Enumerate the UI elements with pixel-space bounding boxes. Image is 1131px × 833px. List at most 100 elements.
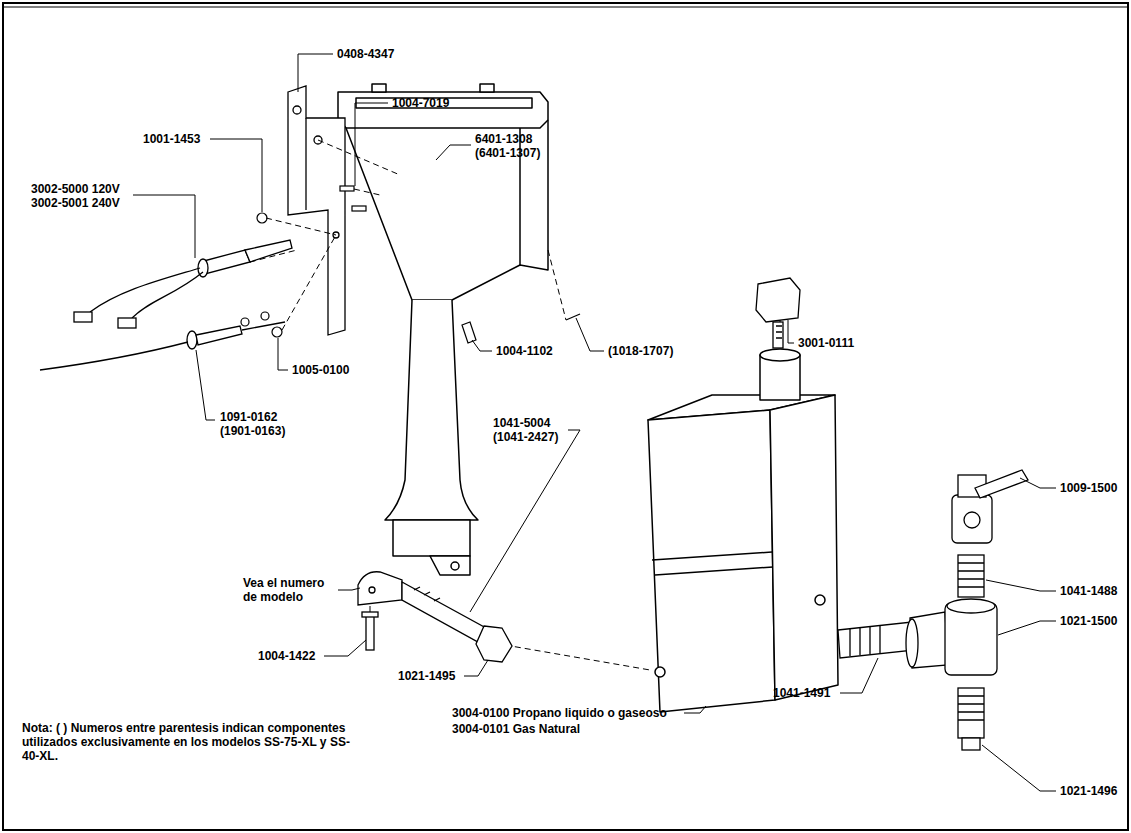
screw <box>340 186 354 191</box>
burner-hood <box>338 84 548 575</box>
assembly-line <box>250 250 297 262</box>
leader-line <box>324 640 366 656</box>
wire <box>90 268 200 312</box>
callout-number: 3002-5000 120V <box>31 182 120 196</box>
leader-line <box>472 340 492 351</box>
callout-number: 6401-1308 <box>475 132 532 146</box>
leader-line <box>196 350 215 420</box>
igniter-tip <box>245 240 292 262</box>
ball-valve-stem <box>964 512 980 528</box>
note-text: Nota: ( ) Numeros entre parentesis indic… <box>22 721 367 763</box>
callout-number: 1021-1496 <box>1060 784 1117 798</box>
plug <box>958 688 984 738</box>
stem-thread <box>776 326 782 338</box>
solenoid <box>756 278 800 348</box>
valve-outlet <box>815 595 825 605</box>
orifice-hole <box>369 587 375 593</box>
ball-valve-body <box>952 495 992 543</box>
plug-head <box>962 738 980 750</box>
callout-number: 0408-4347 <box>337 47 394 61</box>
connector <box>118 318 136 328</box>
page-frame <box>3 3 1128 830</box>
callout-number: 1004-1422 <box>258 649 315 663</box>
callout-number: 3001-0111 <box>798 336 854 350</box>
leader-line <box>684 706 706 713</box>
leader-lines <box>133 54 1056 791</box>
callout-number: 1001-1453 <box>143 132 200 146</box>
hood-tab <box>480 84 494 92</box>
callout-number: 3004-0101 Gas Natural <box>452 722 580 736</box>
page-frame-line <box>3 7 1128 8</box>
callout-number: 1091-0162 <box>220 410 277 424</box>
screws-washers <box>241 186 580 343</box>
valve-inlet <box>655 667 665 677</box>
sensor-flange <box>187 331 197 349</box>
callout-number: 1004-1102 <box>496 344 553 358</box>
screw-head <box>272 327 282 337</box>
assembly-line <box>505 645 650 670</box>
ball-valve-handle <box>975 470 1028 498</box>
sensor-rod <box>242 322 285 330</box>
tee-inlet-end <box>906 619 918 667</box>
leader-line <box>298 54 333 92</box>
callout-number: 1004-7019 <box>392 96 449 110</box>
nipple <box>958 555 984 597</box>
leader-line <box>998 621 1056 635</box>
orifice <box>358 572 402 605</box>
leader-line <box>210 139 262 212</box>
washer <box>257 213 267 223</box>
tee-top <box>947 599 995 613</box>
flame-sensor <box>40 322 285 370</box>
leader-line <box>1020 478 1056 488</box>
screw <box>462 322 476 343</box>
bracket-fold <box>305 118 306 210</box>
pipe <box>402 582 486 642</box>
solenoid-stem <box>773 322 783 348</box>
leader-line <box>278 338 288 370</box>
plug-thread <box>958 696 984 720</box>
leader-line <box>436 145 471 160</box>
leader-line <box>840 658 878 693</box>
burner-foot <box>430 556 470 575</box>
callout-number: 1005-0100 <box>292 363 349 377</box>
valve-seam <box>655 567 773 575</box>
assembly-line <box>266 218 336 235</box>
pin <box>566 314 580 320</box>
valve-side <box>770 395 838 700</box>
pipe-thread <box>414 587 440 601</box>
assembly-line <box>318 140 400 175</box>
gas-valve <box>648 349 838 712</box>
callout-number: 1041-5004 <box>493 416 550 430</box>
leader-line <box>788 320 794 343</box>
hood-body <box>338 92 548 300</box>
leader-line <box>464 660 488 676</box>
valve-boss-top <box>760 349 800 361</box>
nipple-thread <box>958 563 984 587</box>
tee-body <box>945 603 997 675</box>
igniter <box>74 240 292 328</box>
orifice-and-pipe <box>358 572 512 662</box>
assembly-line <box>354 189 380 195</box>
screw-head <box>362 612 378 617</box>
valve-front <box>648 410 775 712</box>
leader-line <box>986 580 1056 591</box>
wire <box>132 272 203 318</box>
sensor-body <box>196 326 242 345</box>
leader-line <box>982 745 1056 791</box>
callout-number: 1041-1491 <box>773 686 830 700</box>
nut <box>476 626 512 662</box>
screw <box>352 206 366 211</box>
callout-number: 3002-5001 240V <box>31 196 120 210</box>
solenoid-body <box>756 278 800 322</box>
callout-number: 1021-1500 <box>1060 614 1117 628</box>
callout-number: (1901-0163) <box>220 424 285 438</box>
leader-line <box>338 588 360 590</box>
washer <box>241 318 249 326</box>
leader-line <box>133 195 195 258</box>
inlet-fittings <box>838 470 1028 750</box>
callout-number: 3004-0100 Propano liquido o gaseoso <box>452 706 667 720</box>
pipe <box>838 622 915 658</box>
leader-line <box>470 430 580 612</box>
callout-number: 1021-1495 <box>398 669 455 683</box>
